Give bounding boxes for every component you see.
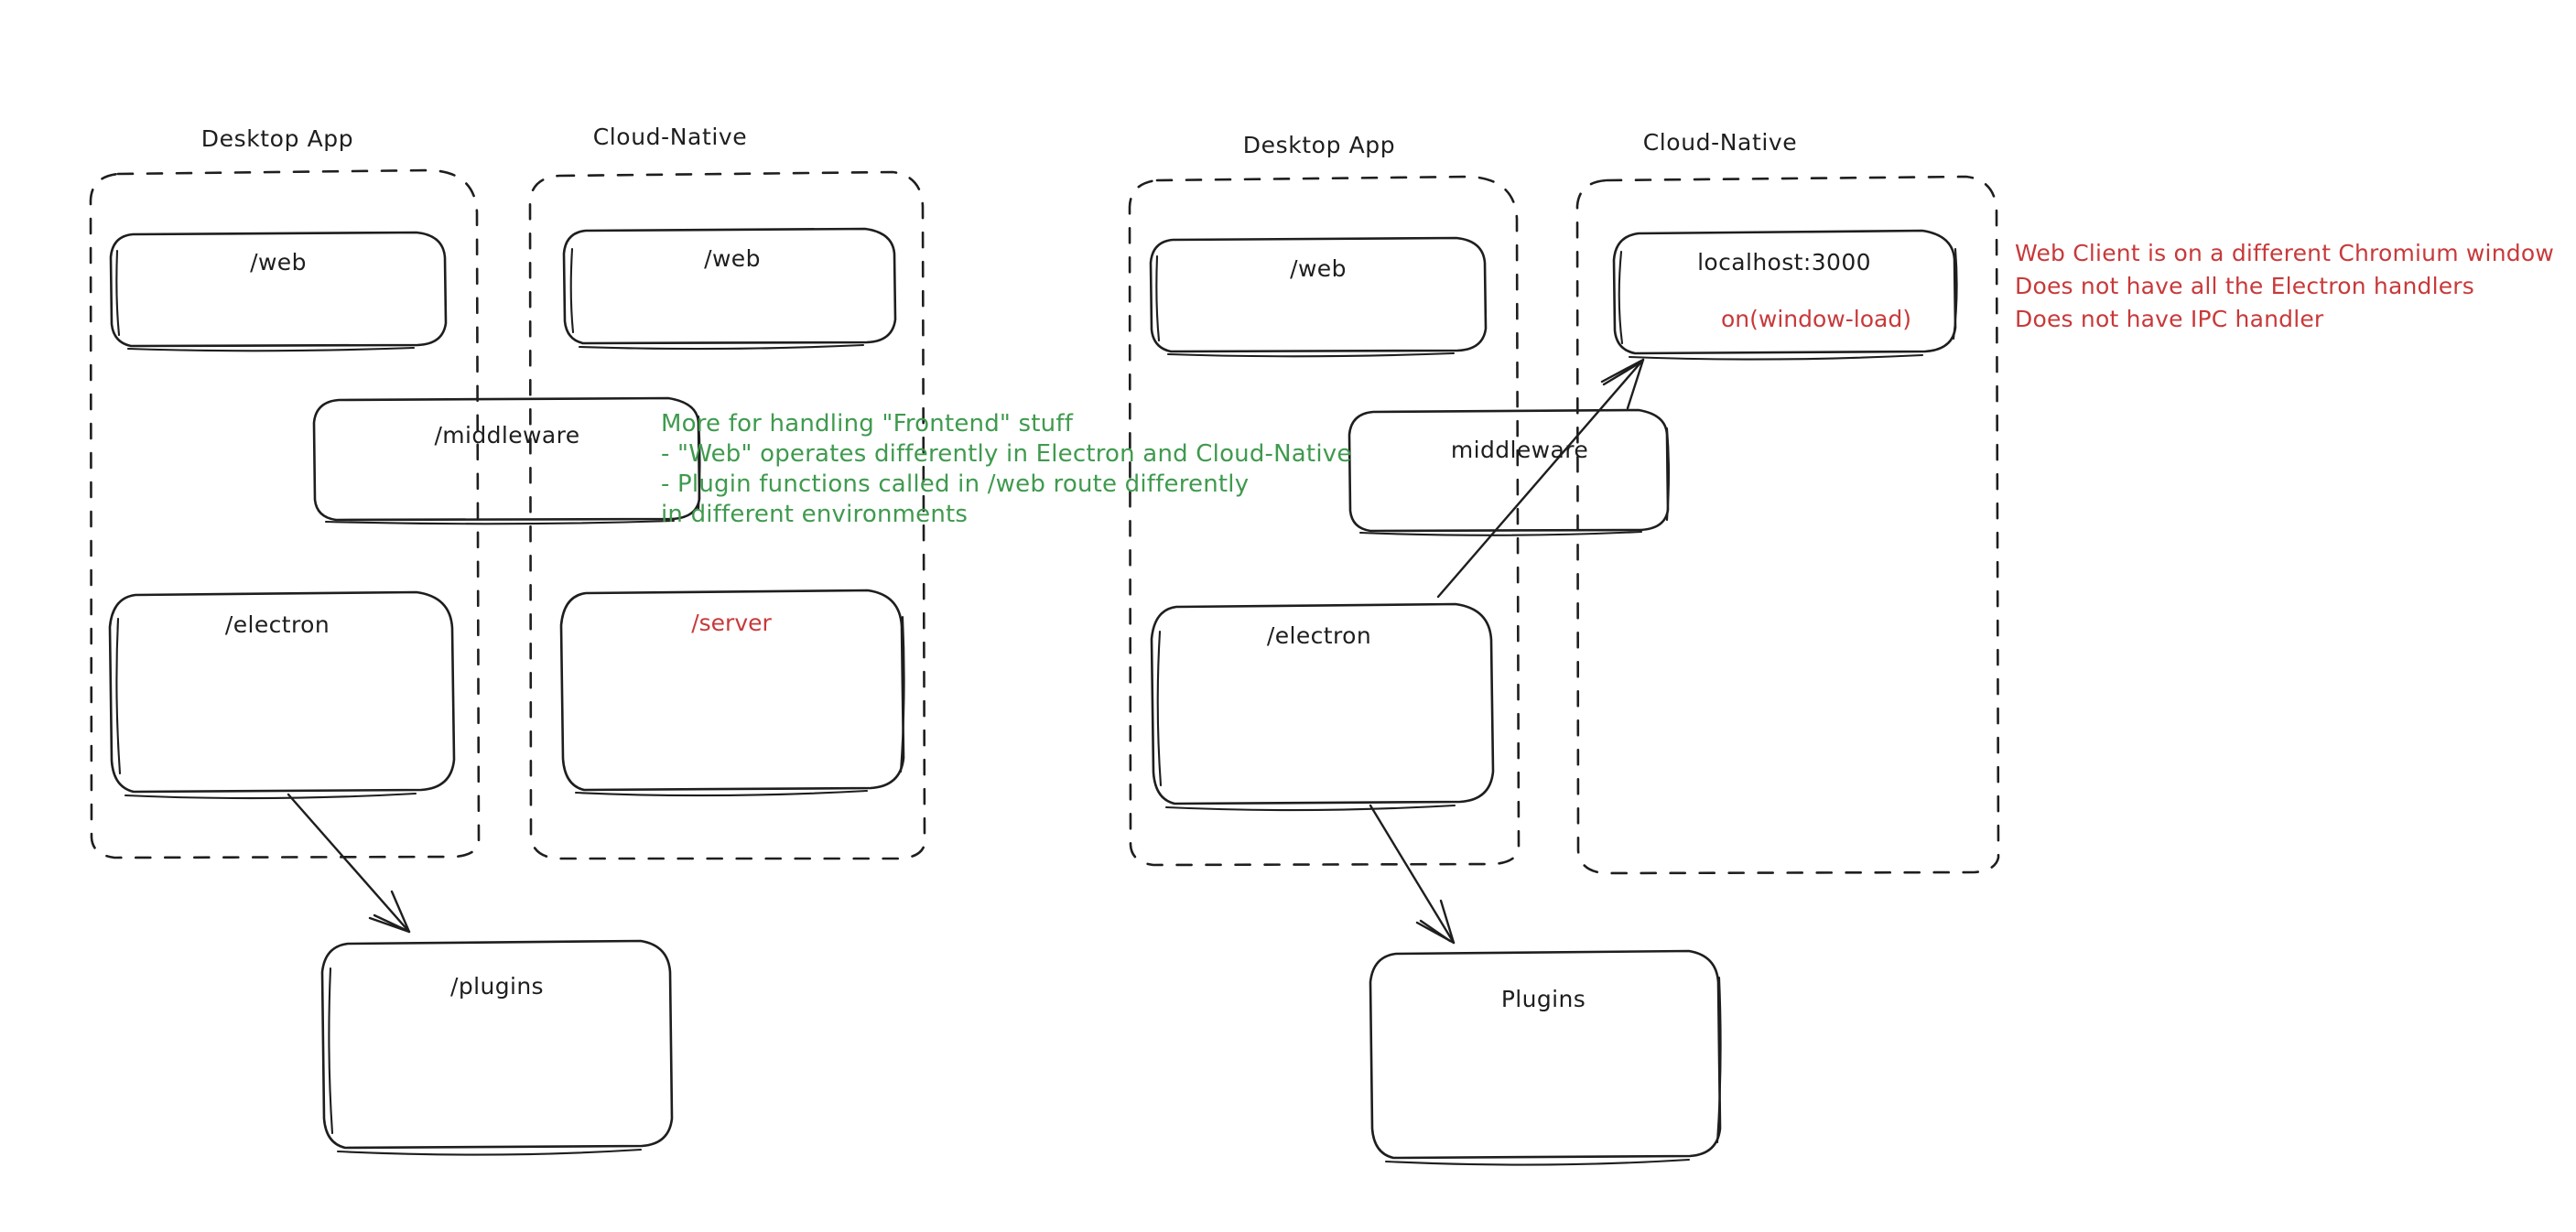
green-note-line-2: - "Web" operates differently in Electron… [661, 440, 1352, 468]
right-web-node[interactable]: /web [1149, 236, 1488, 358]
right-plugins-label: Plugins [1501, 986, 1586, 1012]
left-plugins-node[interactable]: /plugins [320, 939, 674, 1156]
left-desktop-app-group[interactable] [89, 168, 481, 859]
left-web-cloud-label: /web [704, 245, 761, 272]
right-electron-to-localhost-arrow [1436, 358, 1645, 599]
right-web-box-sketch [1155, 254, 1456, 358]
right-localhost-box-sketch [1618, 247, 1958, 361]
right-localhost-sublabel: on(window-load) [1721, 306, 1911, 332]
left-electron-box-sketch [115, 617, 417, 800]
red-note-line-1: Web Client is on a different Chromium wi… [2015, 240, 2554, 266]
left-electron-label: /electron [225, 611, 330, 638]
right-plugins-box-sketch [1384, 976, 1722, 1166]
right-web-box [1149, 236, 1488, 353]
left-plugins-box-sketch [328, 967, 643, 1156]
right-web-label: /web [1290, 255, 1347, 282]
left-cloud-native-boundary [528, 170, 926, 860]
left-server-box [559, 589, 905, 792]
left-plugins-box [320, 939, 674, 1150]
right-middleware-label: middleware [1451, 437, 1588, 463]
left-cloud-native-label: Cloud-Native [593, 124, 748, 150]
left-web-desktop-label: /web [250, 249, 307, 276]
left-electron-to-plugins-arrow [287, 793, 411, 934]
left-server-box-sketch [574, 615, 905, 797]
right-cloud-native-boundary [1575, 175, 2000, 875]
left-web-cloud-node[interactable]: /web [562, 227, 897, 351]
left-middleware-label: /middleware [434, 422, 579, 448]
right-plugins-box [1369, 949, 1722, 1160]
left-cloud-native-group[interactable] [528, 170, 926, 860]
right-electron-box-sketch [1156, 630, 1456, 812]
right-electron-node[interactable]: /electron [1150, 602, 1495, 812]
green-annotation-note: More for handling "Frontend" stuff - "We… [661, 410, 1352, 528]
right-cloud-native-group[interactable] [1575, 175, 2000, 875]
left-server-node[interactable]: /server [559, 589, 905, 797]
right-electron-to-plugins-arrow [1369, 804, 1456, 945]
left-electron-box [108, 590, 456, 794]
red-annotation-note: Web Client is on a different Chromium wi… [2015, 240, 2554, 332]
right-desktop-app-label: Desktop App [1243, 132, 1396, 158]
right-electron-box [1150, 602, 1495, 805]
right-middleware-node[interactable]: middleware [1348, 408, 1671, 536]
green-note-line-1: More for handling "Frontend" stuff [661, 410, 1074, 438]
right-middleware-box [1348, 408, 1670, 533]
left-web-desktop-box [109, 231, 448, 348]
green-note-line-3: - Plugin functions called in /web route … [661, 470, 1249, 498]
left-web-desktop-box-sketch [115, 249, 416, 352]
left-web-desktop-node[interactable]: /web [109, 231, 448, 352]
right-middleware-box-sketch [1358, 427, 1671, 536]
right-desktop-app-boundary [1128, 175, 1521, 867]
right-localhost-label: localhost:3000 [1697, 249, 1871, 276]
left-electron-node[interactable]: /electron [108, 590, 456, 800]
left-middleware-node[interactable]: /middleware [312, 396, 701, 525]
left-desktop-app-label: Desktop App [201, 125, 354, 152]
left-web-cloud-box [562, 227, 897, 345]
red-note-line-3: Does not have IPC handler [2015, 306, 2324, 332]
left-server-label: /server [691, 610, 772, 636]
green-note-line-4: in different environments [661, 501, 968, 528]
red-note-line-2: Does not have all the Electron handlers [2015, 273, 2474, 299]
right-cloud-native-label: Cloud-Native [1643, 129, 1798, 156]
right-plugins-node[interactable]: Plugins [1369, 949, 1722, 1166]
left-desktop-app-boundary [89, 168, 481, 859]
right-desktop-app-group[interactable] [1128, 175, 1521, 867]
right-localhost-node[interactable]: localhost:3000 on(window-load) [1612, 229, 1958, 361]
left-middleware-box [312, 396, 701, 522]
right-electron-label: /electron [1267, 622, 1371, 649]
left-plugins-label: /plugins [450, 973, 544, 1000]
left-web-cloud-box-sketch [569, 247, 865, 351]
right-localhost-box [1612, 229, 1957, 355]
left-middleware-box-sketch [324, 415, 701, 525]
